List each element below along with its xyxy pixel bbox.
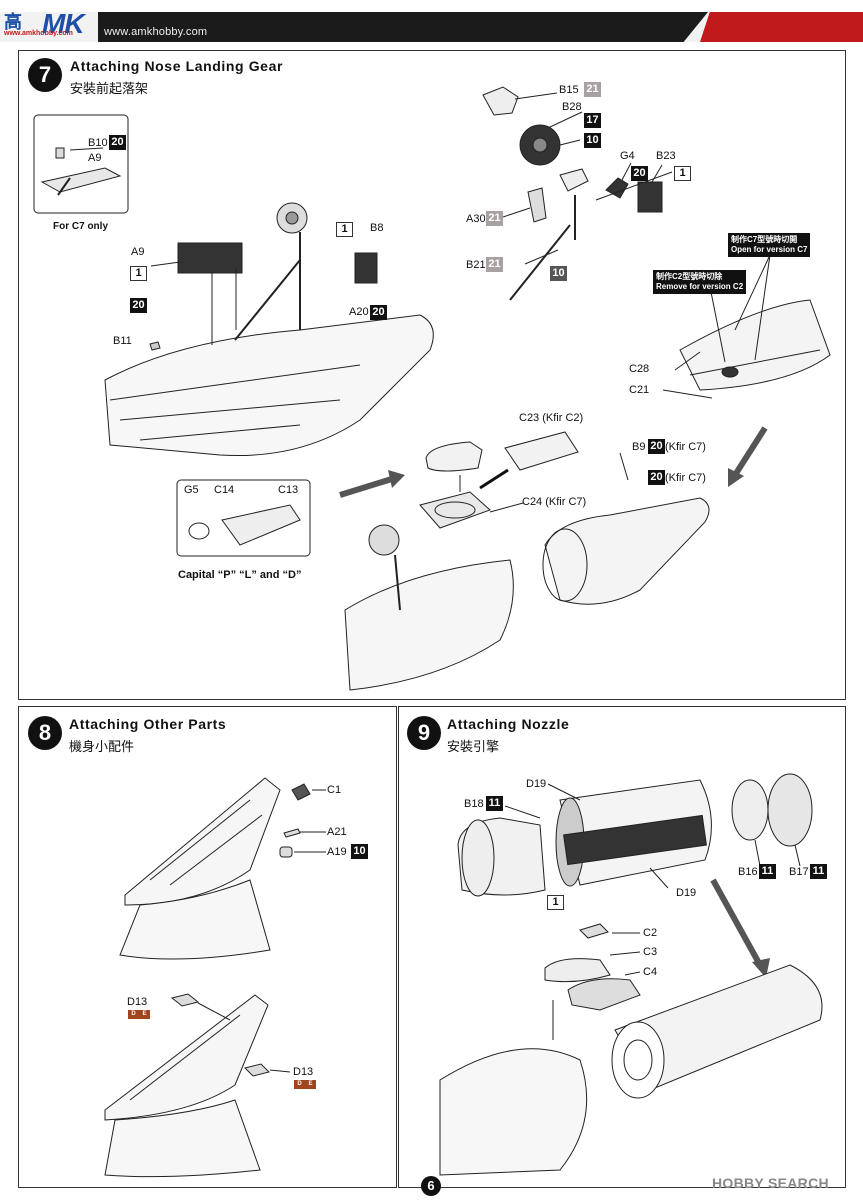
label-G4: G4 [620, 150, 635, 162]
label-D13-b: D13 [293, 1066, 314, 1078]
label-B10: B10 [88, 137, 108, 149]
logo-cn: 高 [4, 12, 22, 32]
note-c2-cn: 制作C2型號時切除 [656, 272, 723, 281]
label-B17: B17 [789, 866, 809, 878]
label-C1: C1 [327, 784, 342, 796]
label-B18: B18 [464, 798, 484, 810]
step-8-title-cn: 機身小配件 [69, 739, 135, 754]
label-C24: C24 (Kfir C7) [522, 496, 587, 508]
badge-b10: 20 [109, 135, 126, 150]
label-C3: C3 [643, 946, 658, 958]
label-C28: C28 [629, 363, 650, 375]
badge-one-c: 1 [674, 166, 691, 181]
label-kfir-c7-b: (Kfir C7) [665, 472, 706, 484]
label-B15: B15 [559, 84, 579, 96]
note-c2-en: Remove for version C2 [656, 282, 744, 291]
label-A19: A19 [327, 846, 347, 858]
badge-d13-b2: E [305, 1080, 316, 1089]
page-number: 6 [421, 1176, 441, 1196]
step-7-title-cn: 安裝前起落架 [70, 81, 149, 96]
badge-b15: 21 [584, 82, 601, 97]
step-9-title: Attaching Nozzle [447, 716, 570, 732]
page-header: www.amkhobby.com 高 MK www.amkhobby.com [0, 0, 863, 44]
step-9-title-cn: 安裝引擎 [447, 739, 500, 754]
label-B8: B8 [370, 222, 384, 234]
header-url: www.amkhobby.com [104, 26, 208, 38]
label-B9: B9 [632, 441, 646, 453]
label-C4: C4 [643, 966, 658, 978]
label-B28: B28 [562, 101, 582, 113]
step-7-title: Attaching Nose Landing Gear [70, 58, 283, 74]
label-A9-inset: A9 [88, 152, 102, 164]
label-A21: A21 [327, 826, 347, 838]
label-A9: A9 [131, 246, 145, 258]
step-9-number: 9 [407, 716, 441, 750]
label-B16: B16 [738, 866, 758, 878]
header-black-band [98, 12, 708, 42]
badge-twenty-a: 20 [130, 298, 147, 313]
badge-a19: 10 [351, 844, 368, 859]
badge-twenty-d: 20 [648, 470, 665, 485]
badge-a20: 20 [370, 305, 387, 320]
label-C14: C14 [214, 484, 235, 496]
brand-logo: MK [42, 8, 85, 39]
label-D13-a: D13 [127, 996, 148, 1008]
note-c7-en: Open for version C7 [731, 245, 808, 254]
label-D19-a: D19 [526, 778, 547, 790]
inset-caption-c7: For C7 only [53, 221, 109, 232]
badge-ten-c: 10 [550, 266, 567, 281]
label-B11: B11 [113, 335, 132, 347]
step-8-title: Attaching Other Parts [69, 716, 227, 732]
badge-a30: 21 [486, 211, 503, 226]
label-C2: C2 [643, 927, 658, 939]
badge-b21: 21 [486, 257, 503, 272]
footer-watermark: HOBBY SEARCH [712, 1175, 829, 1191]
label-A20: A20 [349, 306, 369, 318]
badge-b18: 11 [486, 796, 503, 811]
inset-caption-capital: Capital “P” “L” and “D” [178, 569, 302, 581]
badge-d13-a2: E [139, 1010, 150, 1019]
label-A30: A30 [466, 213, 486, 225]
note-c7: 制作C7型號時切開 Open for version C7 [728, 233, 811, 257]
step-8-number: 8 [28, 716, 62, 750]
badge-b28-10: 10 [584, 133, 601, 148]
header-red-band [700, 12, 863, 42]
badge-g4: 20 [631, 166, 648, 181]
badge-one-nozzle: 1 [547, 895, 564, 910]
label-kfir-c7-a: (Kfir C7) [665, 441, 706, 453]
note-c7-cn: 制作C7型號時切開 [731, 235, 798, 244]
badge-one-a: 1 [130, 266, 147, 281]
step-7-number: 7 [28, 58, 62, 92]
logo-sub: www.amkhobby.com [4, 30, 73, 37]
label-D19-b: D19 [676, 887, 697, 899]
label-C21: C21 [629, 384, 650, 396]
note-c2: 制作C2型號時切除 Remove for version C2 [653, 270, 747, 294]
badge-one-b: 1 [336, 222, 353, 237]
badge-b17: 11 [810, 864, 827, 879]
label-B21: B21 [466, 259, 486, 271]
badge-d13-a1: D [128, 1010, 139, 1019]
label-C13: C13 [278, 484, 299, 496]
badge-d13-b1: D [294, 1080, 305, 1089]
badge-b16: 11 [759, 864, 776, 879]
label-C23: C23 (Kfir C2) [519, 412, 584, 424]
label-B23: B23 [656, 150, 676, 162]
label-G5: G5 [184, 484, 199, 496]
badge-b9: 20 [648, 439, 665, 454]
badge-b28-17: 17 [584, 113, 601, 128]
